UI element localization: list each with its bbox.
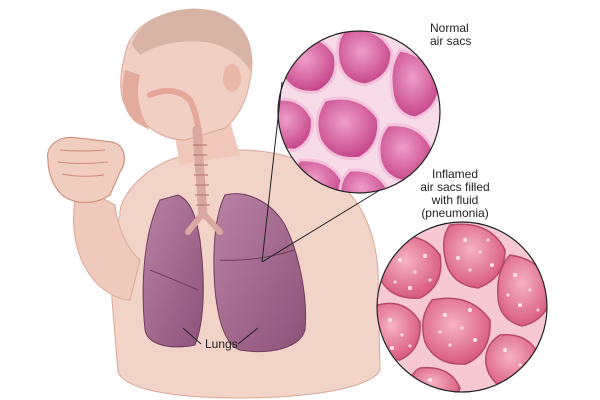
lungs-leader-lines [182, 327, 259, 345]
inflamed-label-line-4: (pneumonia) [421, 206, 489, 220]
arm [73, 184, 141, 301]
person-figure [47, 8, 381, 399]
face-shadow [122, 70, 150, 130]
inflamed-air-sac-cells [377, 223, 547, 392]
inflamed-label-line-1: Inflamed [431, 167, 479, 181]
bronchi [185, 210, 223, 235]
left-lung-lobe-line [149, 269, 199, 291]
inflamed-air-sacs-label: Inflamed air sacs filled with fluid (pne… [400, 168, 510, 220]
finger-lines [57, 149, 109, 177]
callout-connectors [261, 81, 381, 263]
normal-air-sacs-label: Normal air sacs [430, 22, 471, 48]
fist [47, 136, 126, 204]
hair [132, 8, 252, 70]
ear [223, 64, 241, 92]
right-lung [213, 193, 307, 353]
normal-air-sac-cells [278, 31, 440, 193]
inflamed-label-line-3: with fluid [431, 193, 479, 207]
lungs-label: Lungs [205, 337, 238, 351]
normal-label-line-1: Normal [430, 21, 469, 35]
normal-air-sacs-inset [277, 30, 441, 194]
normal-label-line-2: air sacs [430, 34, 472, 48]
inflamed-air-sacs-inset [376, 221, 548, 393]
inflamed-label-line-2: air sacs filled [420, 180, 490, 194]
right-lung-lobe-line [219, 249, 296, 261]
trachea-rings [193, 144, 210, 206]
trachea [192, 125, 208, 220]
